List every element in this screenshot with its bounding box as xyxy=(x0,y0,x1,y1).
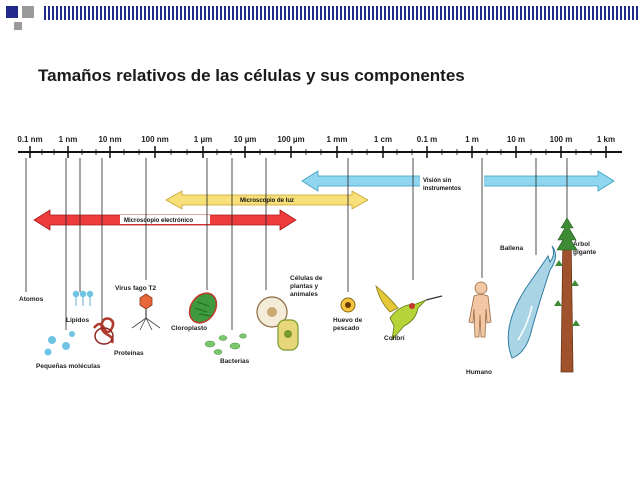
tick-label: 100 nm xyxy=(141,135,169,144)
tick-label: 10 µm xyxy=(234,135,257,144)
pointer-lines xyxy=(25,158,568,330)
item-label: Árbol gigante xyxy=(573,239,596,256)
item-cloroplasto: Cloroplasto xyxy=(171,292,218,332)
tick-label: 1 nm xyxy=(59,135,78,144)
tick-label: 100 m xyxy=(550,135,573,144)
label-line: gigante xyxy=(573,249,596,256)
range-label-light: Microscopio de luz xyxy=(240,198,294,204)
header-square-3 xyxy=(14,22,22,30)
whale-icon xyxy=(507,245,556,359)
item-virus-fago-t2: Virus fago T2 xyxy=(115,285,161,331)
item-colibri: Colibrí xyxy=(375,284,443,342)
bacteria-icon xyxy=(204,333,247,355)
molecule-icon xyxy=(44,331,75,356)
tick-label: 1 cm xyxy=(374,135,392,144)
item-label: Virus fago T2 xyxy=(115,285,156,292)
item-arbol-gigante: Árbol gigante xyxy=(554,217,596,373)
hummingbird-icon xyxy=(375,284,443,342)
tick-label: 0.1 m xyxy=(417,135,437,144)
scale-tick: 1 km xyxy=(597,135,615,158)
item-atomos: Atomos xyxy=(19,296,44,303)
scale-tick: 0.1 m xyxy=(417,135,437,158)
item-label: Pequeñas moléculas xyxy=(36,363,101,370)
label-line: plantas y xyxy=(290,283,319,290)
item-label: Proteínas xyxy=(114,350,144,357)
tree-icon xyxy=(554,217,580,373)
scale-minor-ticks xyxy=(41,149,592,155)
scale-tick: 1 m xyxy=(465,135,479,158)
label-line: instrumentos xyxy=(423,186,462,192)
range-microscopio-de-luz: Microscopio de luz xyxy=(165,190,369,210)
range-arrow-light xyxy=(165,190,369,210)
lipid-icon xyxy=(72,290,94,306)
tick-label: 100 µm xyxy=(277,135,304,144)
item-label: Cloroplasto xyxy=(171,325,207,332)
item-humano: Humano xyxy=(466,281,492,376)
label-line: pescado xyxy=(333,325,359,332)
item-label: Colibrí xyxy=(384,335,405,342)
scale-tick: 100 nm xyxy=(141,135,169,158)
item-ballena: Ballena xyxy=(500,245,556,359)
protein-icon xyxy=(93,317,115,345)
range-label-electron: Microscopio electrónico xyxy=(124,218,193,224)
scale-tick: 100 µm xyxy=(277,135,305,158)
item-huevo-de-pescado: Huevo de pescado xyxy=(333,297,364,332)
scale-tick: 1 nm xyxy=(59,135,78,158)
scale-tick: 1 µm xyxy=(194,135,212,158)
tick-label: 1 µm xyxy=(194,135,212,144)
label-line: animales xyxy=(290,291,318,298)
decorative-header xyxy=(6,6,638,30)
scale-tick: 10 m xyxy=(507,135,525,158)
header-stripes xyxy=(44,6,638,20)
item-label: Ballena xyxy=(500,245,524,252)
item-label: Bacterias xyxy=(220,358,250,365)
tick-label: 1 m xyxy=(465,135,479,144)
scale-tick: 10 µm xyxy=(234,135,257,158)
page-title: Tamaños relativos de las células y sus c… xyxy=(38,66,465,85)
item-lipidos: Lípidos xyxy=(66,290,94,324)
tick-label: 1 mm xyxy=(327,135,348,144)
cell-icon xyxy=(256,296,299,351)
item-pequenas-moleculas: Pequeñas moléculas xyxy=(36,331,101,370)
scale-tick: 100 m xyxy=(550,135,573,158)
tick-label: 10 nm xyxy=(98,135,121,144)
human-icon xyxy=(468,281,492,338)
egg-icon xyxy=(340,297,356,313)
range-label-box xyxy=(420,175,484,193)
tick-label: 0.1 nm xyxy=(17,135,42,144)
virus-icon xyxy=(131,293,161,331)
item-proteinas: Proteínas xyxy=(93,317,144,357)
item-label: Huevo de pescado xyxy=(333,317,364,332)
item-label: Humano xyxy=(466,369,492,376)
tick-label: 10 m xyxy=(507,135,525,144)
scale-tick: 1 cm xyxy=(374,135,392,158)
scale-tick: 10 nm xyxy=(98,135,122,158)
range-label-box xyxy=(120,215,210,224)
item-bacterias: Bacterias xyxy=(204,333,250,365)
range-microscopio-electronico: Microscopio electrónico xyxy=(33,209,297,231)
tick-label: 1 km xyxy=(597,135,615,144)
scale-tick: 1 mm xyxy=(327,135,348,158)
item-label: Lípidos xyxy=(66,317,89,324)
header-square-1 xyxy=(6,6,18,18)
header-square-2 xyxy=(22,6,34,18)
item-label: Atomos xyxy=(19,296,44,303)
range-label-vision: Visión sin instrumentos xyxy=(423,178,462,192)
scale-ticks: 0.1 nm 1 nm 10 nm 100 nm 1 µm 10 µm 100 … xyxy=(17,135,615,158)
chloroplast-icon xyxy=(188,292,218,324)
scale-tick: 0.1 nm xyxy=(17,135,43,158)
